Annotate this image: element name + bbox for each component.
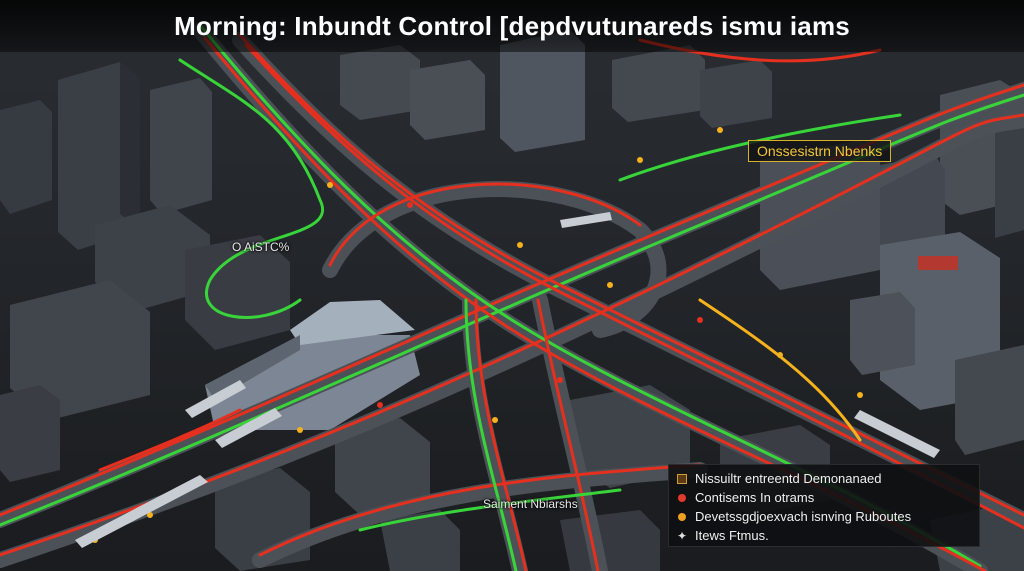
legend-label: Itews Ftmus. (695, 528, 769, 543)
legend-item: ✦ Itews Ftmus. (677, 526, 979, 545)
traffic-overlay (0, 23, 1024, 571)
district-label: O AiSTC% (232, 240, 290, 254)
road-label: Saiment Nbiarshs (483, 497, 578, 511)
page-title: Morning: Inbundt Control [depdvutunareds… (0, 0, 1024, 52)
map-legend: Nissuiltr entreentd Demonanaed Contisems… (668, 464, 980, 547)
legend-item: Contisems In otrams (677, 488, 979, 507)
trains (75, 212, 940, 548)
box-icon (677, 473, 687, 484)
legend-label: Nissuiltr entreentd Demonanaed (695, 471, 882, 486)
star-icon: ✦ (676, 528, 688, 543)
callout-label[interactable]: Onssesistrn Nbenks (748, 140, 892, 162)
legend-item: Devetssgdjoexvach isnving Ruboutes (677, 507, 979, 526)
incident-markers (92, 127, 863, 543)
legend-item: Nissuiltr entreentd Demonanaed (677, 469, 979, 488)
legend-label: Devetssgdjoexvach isnving Ruboutes (695, 509, 912, 524)
orange-dot-icon (678, 512, 686, 521)
legend-label: Contisems In otrams (695, 490, 815, 505)
red-dot-icon (678, 493, 686, 502)
